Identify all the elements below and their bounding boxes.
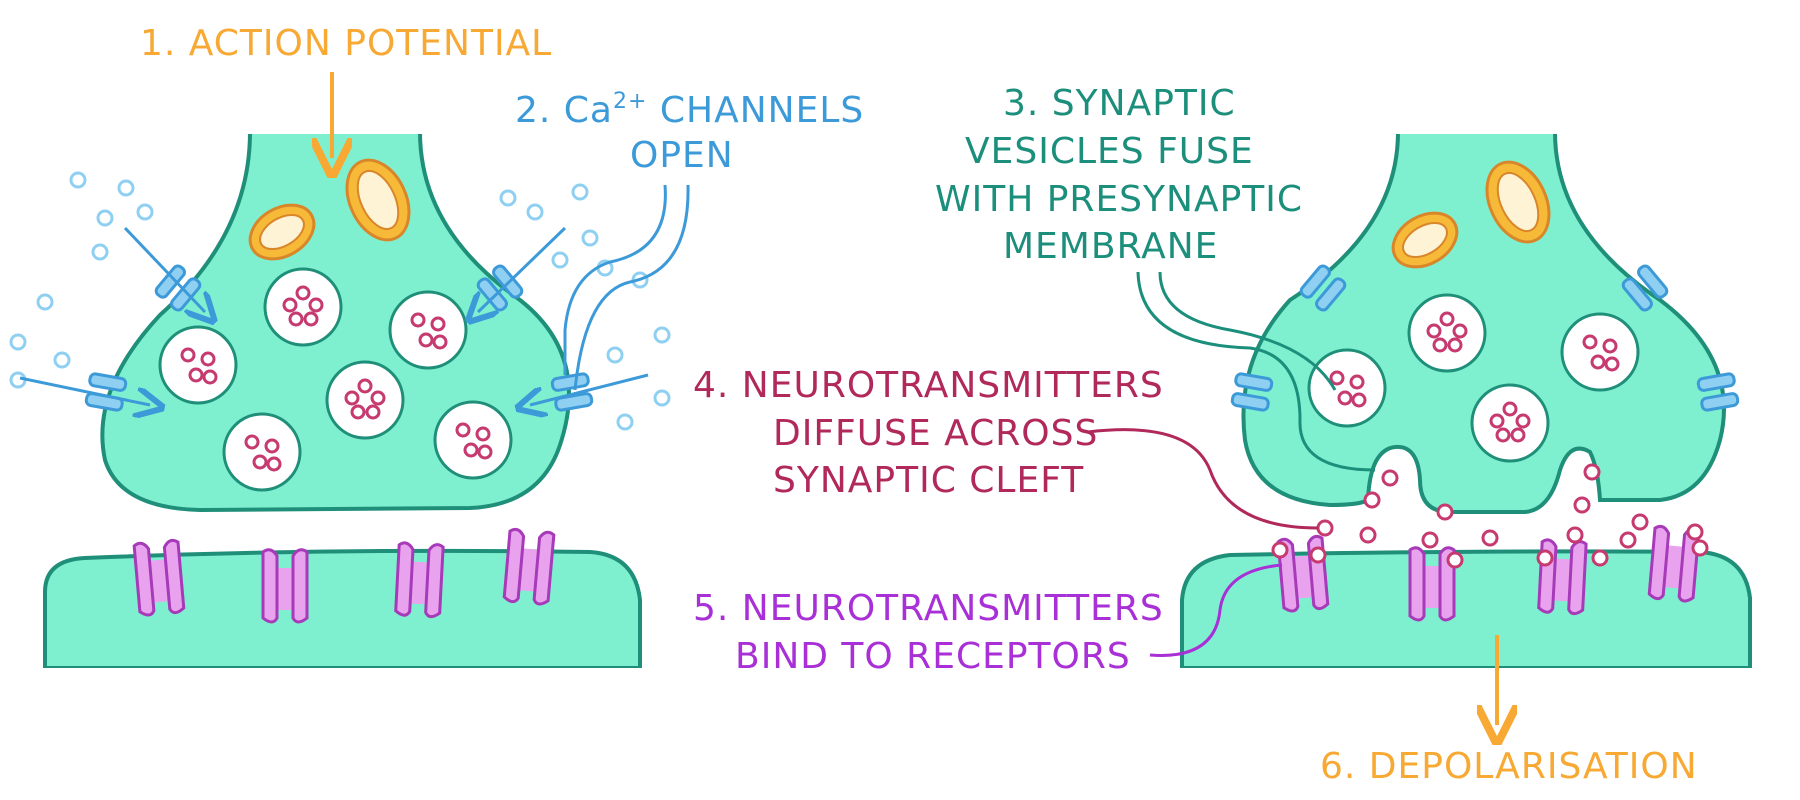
neurotransmitter-icon bbox=[1271, 541, 1289, 559]
step3-label-line1: 3. SYNAPTIC bbox=[1003, 83, 1236, 124]
neurotransmitter-icon bbox=[1686, 523, 1704, 541]
calcium-ion-icon bbox=[653, 389, 671, 407]
synaptic-vesicle-icon bbox=[1407, 293, 1487, 373]
step4-label-line2: DIFFUSE ACROSS bbox=[773, 413, 1098, 454]
calcium-ion-icon bbox=[526, 203, 544, 221]
ca-influx-arrow bbox=[123, 226, 205, 312]
synaptic-vesicle-icon bbox=[158, 325, 238, 405]
calcium-ion-icon bbox=[36, 293, 54, 311]
neurotransmitter-icon bbox=[1619, 531, 1637, 549]
ca-influx-arrow bbox=[530, 373, 649, 405]
calcium-ion-icon bbox=[91, 243, 109, 261]
calcium-ions bbox=[9, 171, 671, 431]
calcium-ion-icon bbox=[69, 171, 87, 189]
ca-channels-leader-2 bbox=[573, 184, 690, 391]
step4-label-line3: SYNAPTIC CLEFT bbox=[773, 460, 1084, 501]
receptor-icon bbox=[1408, 546, 1456, 622]
neurotransmitter-icon bbox=[1436, 503, 1454, 521]
receptor-icon bbox=[394, 541, 445, 619]
calcium-ion-icon bbox=[551, 251, 569, 269]
synaptic-vesicle-icon bbox=[222, 412, 302, 492]
calcium-ion-icon bbox=[571, 183, 589, 201]
vesicle-fuse-leader-2 bbox=[1136, 271, 1376, 472]
calcium-ion-icon bbox=[9, 333, 27, 351]
mitochondrion-icon bbox=[1391, 211, 1459, 269]
mitochondrion-icon bbox=[248, 203, 316, 261]
neurotransmitter-icon bbox=[1691, 539, 1709, 557]
left-receptors bbox=[132, 527, 556, 624]
calcium-channel-icon bbox=[1696, 372, 1740, 412]
calcium-ion-icon bbox=[653, 326, 671, 344]
step1-label: 1. ACTION POTENTIAL bbox=[140, 23, 552, 64]
step3-label-line3: WITH PRESYNAPTIC bbox=[935, 179, 1303, 220]
synaptic-vesicle-icon bbox=[1560, 312, 1640, 392]
neurotransmitter-icon bbox=[1573, 496, 1591, 514]
synaptic-vesicle-icon bbox=[388, 290, 468, 370]
synaptic-vesicle-icon bbox=[1470, 383, 1550, 463]
synaptic-vesicle-icon bbox=[325, 360, 405, 440]
neurotransmitter-icon bbox=[1481, 529, 1499, 547]
calcium-ion-icon bbox=[499, 189, 517, 207]
neurotransmitter-icon bbox=[1316, 519, 1334, 537]
neurotransmitter-icon bbox=[1631, 513, 1649, 531]
calcium-channel-icon bbox=[1299, 264, 1347, 312]
ca-influx-arrow bbox=[478, 226, 567, 312]
calcium-channel-icon bbox=[1621, 264, 1669, 312]
step3-label-line4: MEMBRANE bbox=[1003, 226, 1218, 267]
step5-label-line1: 5. NEUROTRANSMITTERS bbox=[693, 588, 1164, 629]
neurotransmitter-icon bbox=[1591, 549, 1609, 567]
right-channels bbox=[1230, 264, 1740, 412]
step4-label-line1: 4. NEUROTRANSMITTERS bbox=[693, 365, 1164, 406]
right-synapse bbox=[1175, 118, 1755, 680]
receptor-icon bbox=[502, 527, 556, 606]
step5-label-line2: BIND TO RECEPTORS bbox=[735, 636, 1131, 677]
calcium-channel-icon bbox=[1230, 372, 1274, 412]
neurotransmitter-icon bbox=[1536, 549, 1554, 567]
synaptic-vesicle-icon bbox=[263, 267, 343, 347]
calcium-ion-icon bbox=[96, 209, 114, 227]
receptor-icon bbox=[132, 538, 186, 617]
neurotransmitter-icon bbox=[1363, 491, 1381, 509]
neurotransmitter-icon bbox=[1421, 531, 1439, 549]
step2-label-line2: OPEN bbox=[630, 135, 734, 176]
left-synapse bbox=[9, 118, 671, 680]
receptor-bind-leader bbox=[1149, 563, 1283, 657]
neurotransmitter-icon bbox=[1583, 463, 1601, 481]
neurotransmitter-icon bbox=[1446, 551, 1464, 569]
calcium-ion-icon bbox=[581, 229, 599, 247]
neurotransmitter-icon bbox=[1381, 469, 1399, 487]
neurotransmitter-icon bbox=[1566, 526, 1584, 544]
calcium-channel-icon bbox=[550, 372, 594, 412]
right-vesicles bbox=[1307, 293, 1640, 463]
calcium-ion-icon bbox=[53, 351, 71, 369]
synaptic-vesicle-icon bbox=[1307, 348, 1387, 428]
receptor-icon bbox=[261, 548, 309, 624]
mitochondrion-icon bbox=[345, 158, 411, 242]
left-vesicles bbox=[158, 267, 513, 492]
mitochondrion-icon bbox=[1485, 160, 1551, 244]
synaptic-vesicle-icon bbox=[433, 400, 513, 480]
ca-influx-arrow bbox=[19, 376, 150, 405]
calcium-ion-icon bbox=[606, 346, 624, 364]
left-postsynaptic-cell bbox=[43, 548, 642, 670]
calcium-ion-icon bbox=[117, 179, 135, 197]
calcium-ion-icon bbox=[136, 203, 154, 221]
neurotransmitter-icon bbox=[1359, 526, 1377, 544]
calcium-ion-icon bbox=[616, 413, 634, 431]
cleft-neurotransmitters bbox=[1271, 463, 1709, 569]
step6-label: 6. DEPOLARISATION bbox=[1320, 746, 1698, 787]
step2-label-line1: 2. Ca2+ CHANNELS bbox=[515, 89, 864, 131]
step3-label-line2: VESICLES FUSE bbox=[965, 131, 1254, 172]
neurotransmitter-icon bbox=[1309, 546, 1327, 564]
ca-channels-leader bbox=[563, 184, 667, 375]
vesicle-fuse-leader bbox=[1158, 271, 1337, 391]
neurotransmitter-diffuse-leader bbox=[1087, 428, 1319, 530]
